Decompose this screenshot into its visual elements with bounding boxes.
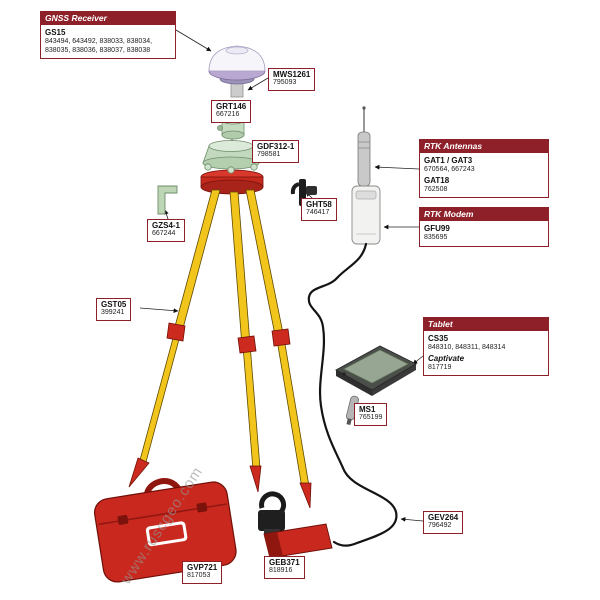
part-number: 399241 [101,309,125,316]
part-name: GDF312-1 [257,142,295,151]
box-header: RTK Antennas [420,140,548,153]
part-name: MWS1261 [273,70,311,79]
part-number: 798581 [257,151,281,158]
cable-illustration [307,242,398,547]
pole-clamp-illustration [258,491,287,534]
part-label-gvp721: GVP721 817053 [182,561,223,584]
part-label-gdf312-1: GDF312-1 798581 [252,140,300,163]
part-label-ght58: GHT58 746417 [301,198,337,221]
part-number: 667216 [216,111,240,118]
part-name: GEV264 [428,513,459,522]
gvp721-case-illustration [93,478,237,583]
tablet-illustration [335,345,417,396]
part-numbers: 817719 [428,363,452,371]
box-header: RTK Modem [420,208,548,221]
rtk-antenna-illustration [357,106,371,187]
rtk-modem-illustration [351,185,381,245]
part-number: 765199 [359,414,383,421]
part-label-grt146: GRT146 667216 [211,100,252,123]
part-numbers: 843494, 643492, 838033, 838034, 838035, … [45,38,153,54]
part-number: 667244 [152,230,176,237]
gdf312-tribrach-illustration [202,140,260,174]
box-header: Tablet [424,318,548,331]
model-name: GFU99 [424,224,450,233]
callout-box-rtk-modem: RTK Modem GFU99 835695 [419,207,549,247]
part-name: MS1 [359,405,376,414]
model-name: GAT18 [424,175,450,185]
geb371-battery-illustration [263,523,333,559]
part-number: 746417 [306,209,330,216]
model-name: Captivate [428,353,465,363]
part-name: GVP721 [187,563,218,572]
part-numbers: 848310, 848311, 848314 [428,344,506,351]
model-name: GS15 [45,28,66,37]
callout-box-tablet: Tablet CS35 848310, 848311, 848314 Capti… [423,317,549,376]
part-name: GST05 [101,300,127,309]
part-number: 818916 [269,567,293,574]
gzs4-hook-illustration [157,185,178,215]
part-label-mws1261: MWS1261 795093 [268,68,316,91]
part-numbers: 835695 [424,234,448,241]
model-name: GAT1 / GAT3 [424,156,473,165]
part-label-ms1: MS1 765199 [354,403,388,426]
model-name: CS35 [428,334,449,343]
part-name: GRT146 [216,102,247,111]
part-name: GZS4-1 [152,221,181,230]
part-name: GEB371 [269,558,300,567]
part-label-geb371: GEB371 818916 [264,556,305,579]
callout-box-gnss-receiver: GNSS Receiver GS15 843494, 643492, 83803… [40,11,176,59]
part-number: 796492 [428,522,452,529]
part-label-gst05: GST05 399241 [96,298,132,321]
part-number: 795093 [273,79,297,86]
part-numbers: 762508 [424,185,448,193]
part-name: GHT58 [306,200,332,209]
gnss-dome-illustration [208,45,266,98]
callout-box-rtk-antennas: RTK Antennas GAT1 / GAT3 670564, 667243 … [419,139,549,198]
part-numbers: 670564, 667243 [424,166,475,173]
part-label-gev264: GEV264 796492 [423,511,464,534]
box-header: GNSS Receiver [41,12,175,25]
part-label-gzs4-1: GZS4-1 667244 [147,219,186,242]
part-number: 817053 [187,572,211,579]
tripod-illustration [128,169,312,509]
